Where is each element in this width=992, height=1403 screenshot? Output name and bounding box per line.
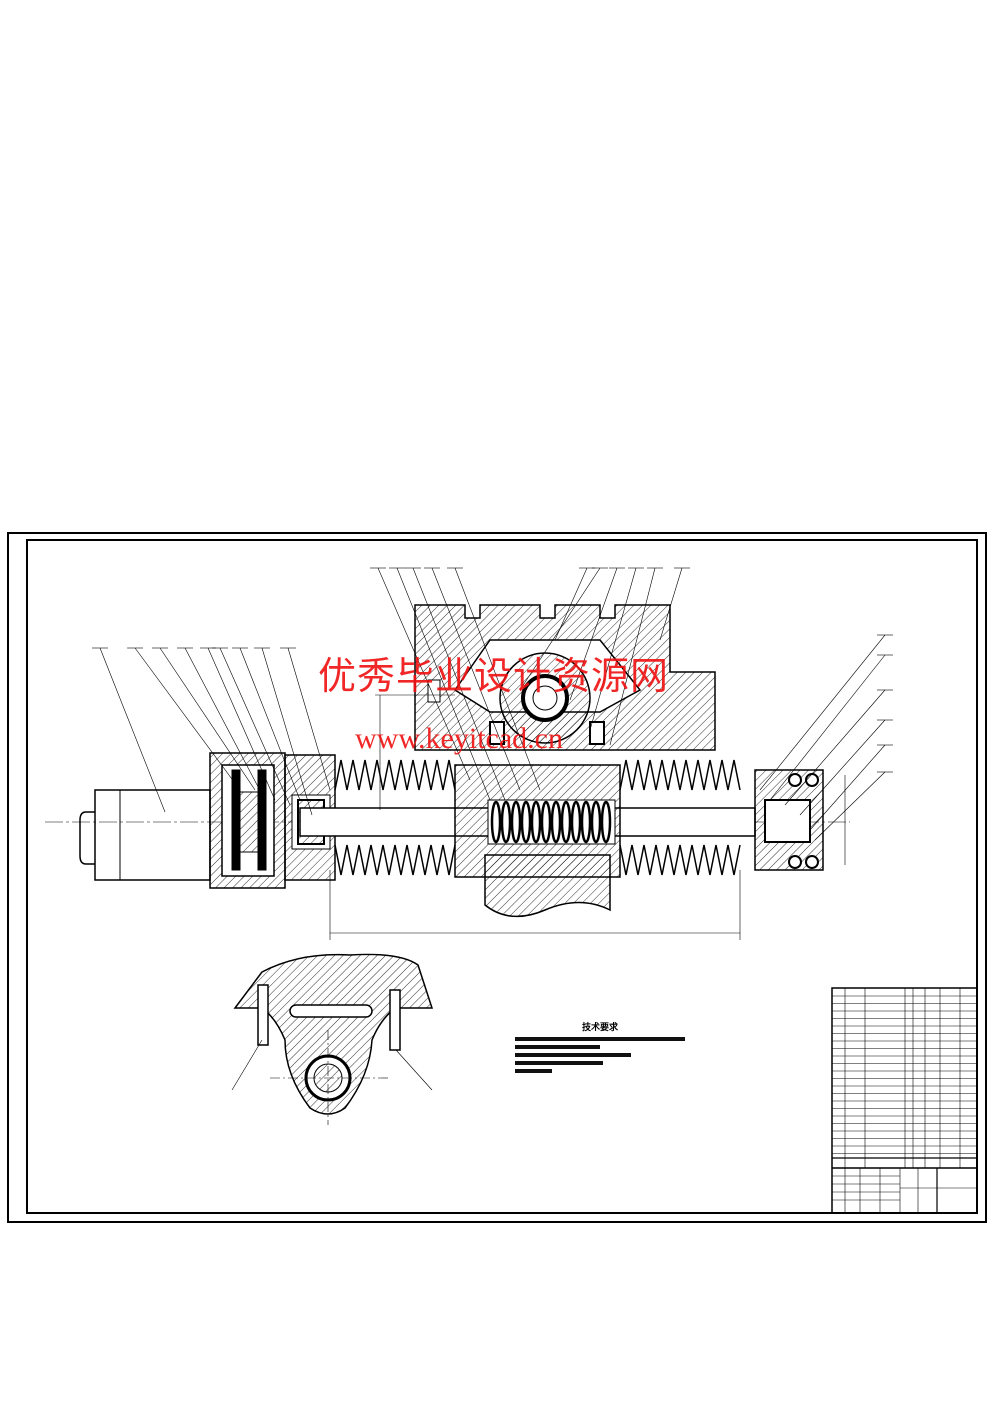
leader-line — [519, 567, 601, 691]
end-support — [754, 769, 824, 871]
leader-line — [207, 647, 276, 801]
leader-line — [769, 654, 886, 801]
leader-line — [396, 567, 491, 801]
leader-line — [609, 567, 656, 746]
leader-line — [134, 647, 241, 791]
motor — [79, 789, 211, 881]
requirement-line — [515, 1045, 600, 1049]
requirement-line — [515, 1061, 604, 1065]
leader-line — [659, 567, 683, 641]
bellows-right-lower — [619, 844, 741, 876]
ball-nut-assembly — [454, 764, 621, 918]
ball-screw-thread — [510, 800, 522, 844]
requirement-line — [515, 1037, 685, 1041]
watermark-url: www.keyitcad.cn — [355, 722, 563, 755]
ball-screw-thread — [560, 800, 572, 844]
ball-screw-thread — [530, 800, 542, 844]
technical-requirements: 技术要求 — [515, 1020, 685, 1077]
leader-line — [799, 719, 886, 816]
ball-screw-thread — [590, 800, 602, 844]
bellows-left-lower — [334, 844, 456, 876]
leader-line — [814, 771, 886, 841]
ball-screw-thread — [600, 800, 612, 844]
watermark-text: 优秀毕业设计资源网 — [318, 654, 670, 698]
leader-line — [412, 567, 506, 801]
requirement-line — [515, 1053, 631, 1057]
leader-line — [239, 647, 301, 801]
technical-requirements-title: 技术要求 — [581, 1023, 618, 1033]
leader-line — [431, 567, 521, 791]
inner-frame — [26, 539, 978, 1214]
ball-screw-thread — [490, 800, 502, 844]
leader-line — [569, 567, 618, 701]
leader-line — [377, 567, 471, 781]
leader-line — [287, 647, 331, 791]
bill-of-materials-table — [831, 987, 978, 1214]
dimension-lines — [329, 694, 846, 940]
leader-line — [261, 647, 313, 816]
leader-line — [589, 567, 637, 731]
leader-line — [219, 647, 291, 806]
ball-screw-thread — [540, 800, 552, 844]
leader-line — [454, 567, 541, 791]
outer-frame — [7, 532, 987, 1223]
requirement-line — [515, 1069, 553, 1073]
bellows-left-upper — [334, 759, 456, 791]
ball-screw-thread — [550, 800, 562, 844]
leader-line — [759, 634, 886, 791]
ball-screw-thread — [520, 800, 532, 844]
ball-screw-thread — [580, 800, 592, 844]
bellows-right-upper — [619, 759, 741, 791]
leader-line — [99, 647, 166, 813]
leader-line — [159, 647, 256, 791]
leader-line — [184, 647, 266, 801]
coupling-housing — [209, 752, 286, 889]
ball-screw-thread — [570, 800, 582, 844]
leader-line — [809, 744, 886, 831]
ball-screw-thread — [500, 800, 512, 844]
section-view — [231, 953, 434, 1125]
leader-line — [784, 689, 886, 806]
